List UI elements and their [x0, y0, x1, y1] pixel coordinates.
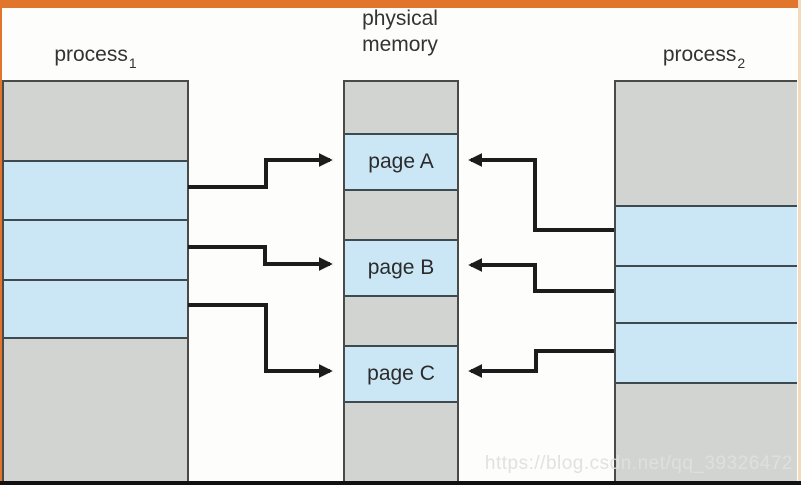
physical-memory-label-line2: memory [362, 33, 438, 56]
memory-segment [4, 279, 187, 337]
page-label: page B [367, 256, 435, 279]
process2-label-text: process [662, 43, 737, 66]
process1-memory-column [2, 80, 189, 483]
arrow-process1-to-page-a [188, 153, 333, 189]
arrow-process1-to-page-c [188, 303, 333, 378]
arrow-process2-to-page-c [468, 349, 614, 378]
memory-segment [4, 160, 187, 219]
arrow-process1-to-page-b [188, 245, 333, 271]
physical-page-segment: page A [345, 133, 457, 189]
memory-segment [616, 82, 797, 205]
page-label: page C [367, 362, 435, 385]
process1-label-subscript: 1 [128, 55, 137, 72]
process2-memory-column [614, 80, 797, 483]
memory-segment [4, 82, 187, 160]
physical-page-segment: page C [345, 345, 457, 401]
process2-label-subscript: 2 [737, 55, 746, 72]
page-label: page A [368, 150, 434, 173]
memory-segment [345, 82, 457, 133]
memory-segment [4, 219, 187, 279]
memory-segment [616, 265, 797, 322]
memory-segment [345, 189, 457, 239]
memory-segment [616, 382, 797, 483]
physical-memory-column: page A page B page C [343, 80, 459, 483]
left-accent-edge [0, 0, 2, 485]
process1-label: process1 [2, 42, 188, 74]
memory-segment [616, 205, 797, 265]
bottom-border-line [0, 481, 801, 485]
process1-label-text: process [54, 43, 128, 66]
memory-segment [345, 401, 457, 483]
memory-segment [4, 337, 187, 483]
memory-segment [616, 322, 797, 382]
csdn-watermark: https://blog.csdn.net/qq_39326472 [484, 453, 793, 474]
physical-memory-label: physical memory [320, 6, 480, 58]
arrow-process2-to-page-b [468, 258, 614, 293]
arrow-process2-to-page-a [468, 153, 614, 232]
right-accent-edge [798, 0, 801, 485]
memory-segment [345, 295, 457, 345]
physical-page-segment: page B [345, 239, 457, 295]
physical-memory-label-line1: physical [362, 7, 438, 30]
top-accent-bar [0, 0, 801, 8]
process2-label: process2 [610, 42, 797, 74]
